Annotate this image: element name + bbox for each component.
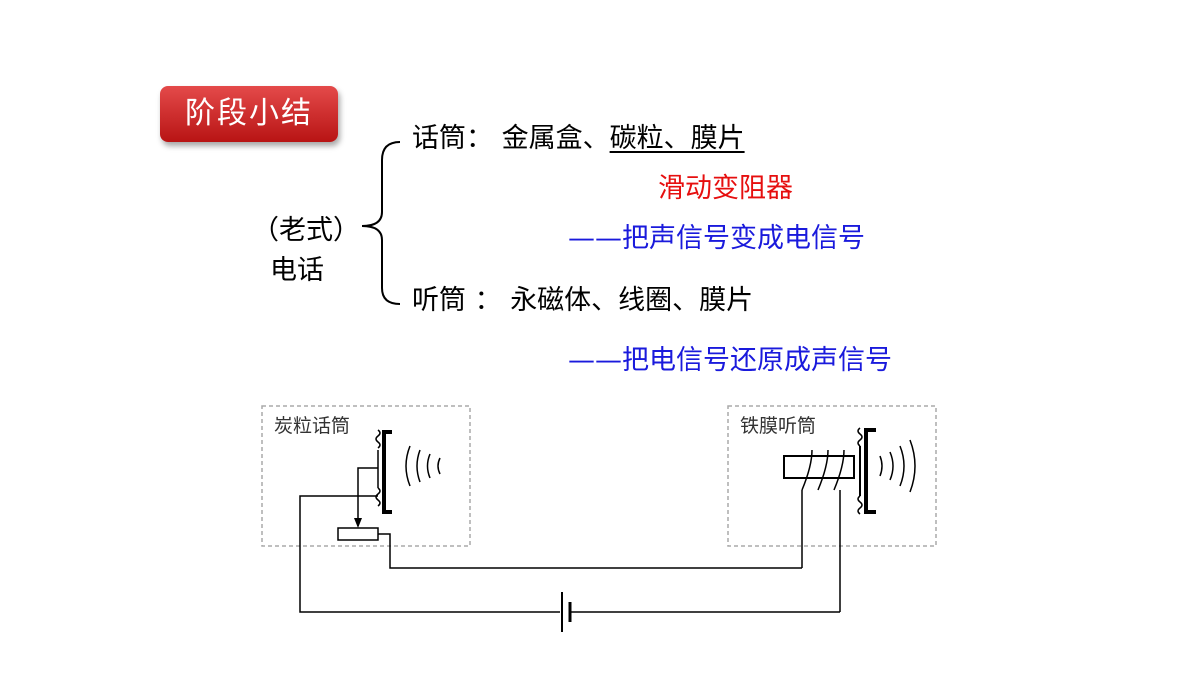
microphone-box-label: 炭粒话筒 <box>274 415 351 437</box>
section-badge: 阶段小结 <box>160 86 338 142</box>
microphone-note: 滑动变阻器 <box>658 173 793 204</box>
receiver-box-label: 铁膜听筒 <box>740 415 817 437</box>
microphone-box <box>261 405 471 547</box>
wire <box>299 495 840 613</box>
battery-icon <box>561 592 572 632</box>
receiver-parts: 永磁体、线圈、膜片 <box>510 285 754 316</box>
receiver-box <box>727 405 937 547</box>
receiver-function: ——把电信号还原成声信号 <box>568 345 892 376</box>
diaphragm-icon <box>857 427 876 515</box>
microphone-part1: 金属盒、 <box>501 123 610 154</box>
microphone-row: 话筒： 金属盒、碳粒、膜片 <box>412 122 745 156</box>
receiver-label: 听筒 ： <box>412 285 502 316</box>
electromagnet-core-icon <box>783 455 855 479</box>
microphone-label: 话筒： <box>412 123 493 154</box>
sound-wave-icon <box>879 439 916 493</box>
device-label-line1: （老式） <box>252 215 360 246</box>
coil-icon <box>801 449 845 612</box>
sound-wave-icon <box>405 445 441 487</box>
microphone-part2: 碳粒、膜片 <box>609 123 745 154</box>
microphone-housing-icon <box>375 429 392 514</box>
slider-arrow-icon <box>354 518 362 528</box>
receiver-row: 听筒 ： 永磁体、线圈、膜片 <box>412 284 753 318</box>
device-label-line2: 电话 <box>270 255 324 286</box>
rheostat-icon <box>337 527 379 541</box>
microphone-function: ——把声信号变成电信号 <box>568 223 865 254</box>
